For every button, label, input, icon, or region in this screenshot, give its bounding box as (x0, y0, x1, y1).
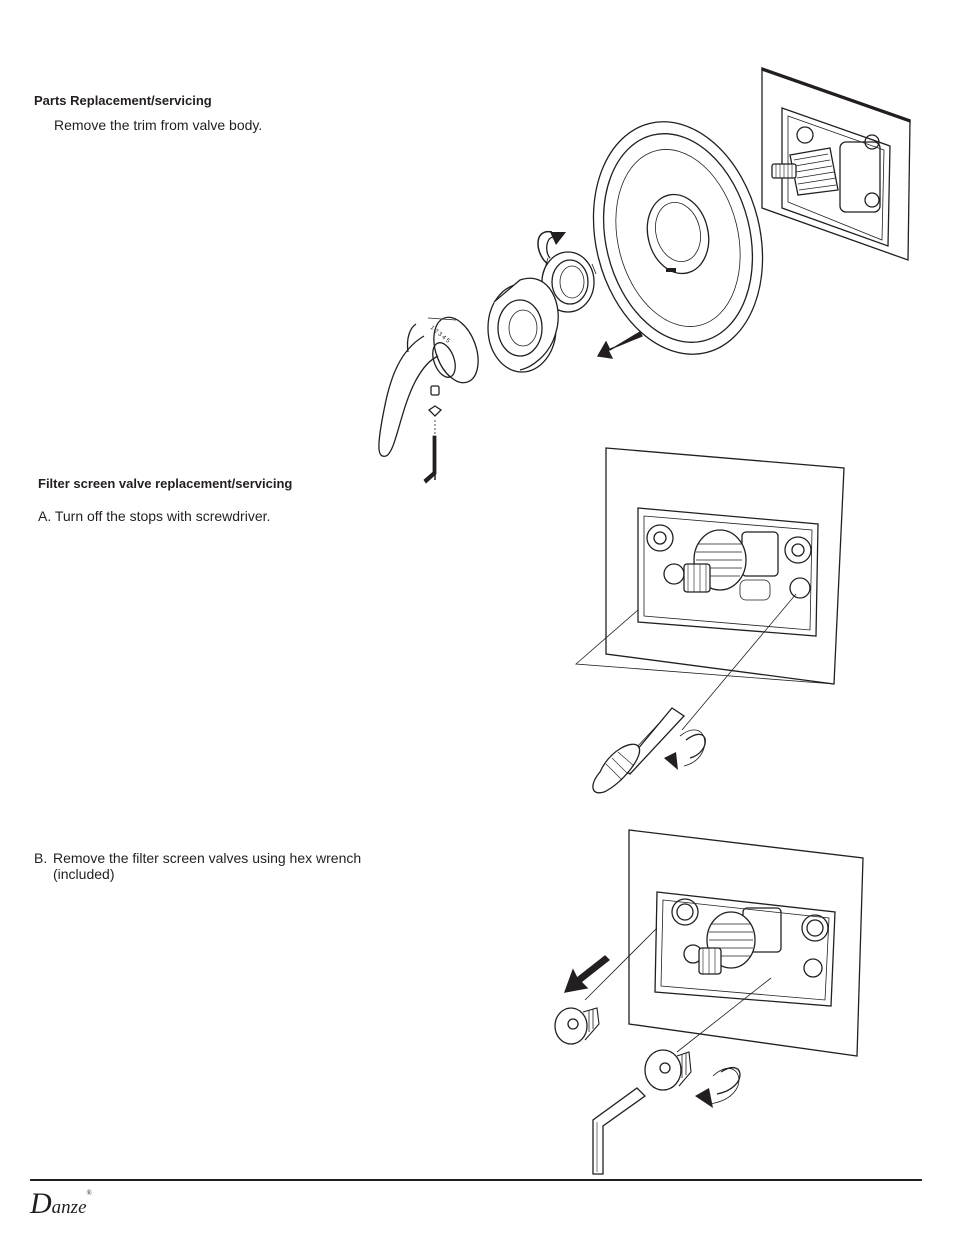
registered-mark: ® (86, 1189, 92, 1197)
footer-rule (30, 1179, 922, 1181)
remove-filter-valves-illustration (545, 820, 875, 1180)
step-b-marker: B. (34, 850, 48, 866)
logo-letter-d: D (30, 1187, 52, 1220)
step-b-line-1: Remove the filter screen valves using he… (53, 850, 362, 866)
trim-removal-illustration: 1 2 3 4 5 (360, 60, 920, 490)
section-heading-parts-replacement: Parts Replacement/servicing (34, 93, 212, 108)
step-remove-trim: Remove the trim from valve body. (54, 117, 263, 133)
turn-off-stops-illustration (560, 440, 860, 800)
step-b-remove-filter-valves: Remove the filter screen valves using he… (53, 850, 361, 882)
logo-wordmark: anze (51, 1197, 87, 1218)
danze-logo: Danze® (30, 1187, 92, 1221)
step-b-line-2: (included) (53, 866, 115, 882)
step-a-turn-off-stops: A. Turn off the stops with screwdriver. (38, 508, 271, 524)
section-heading-filter-screen: Filter screen valve replacement/servicin… (38, 476, 293, 491)
